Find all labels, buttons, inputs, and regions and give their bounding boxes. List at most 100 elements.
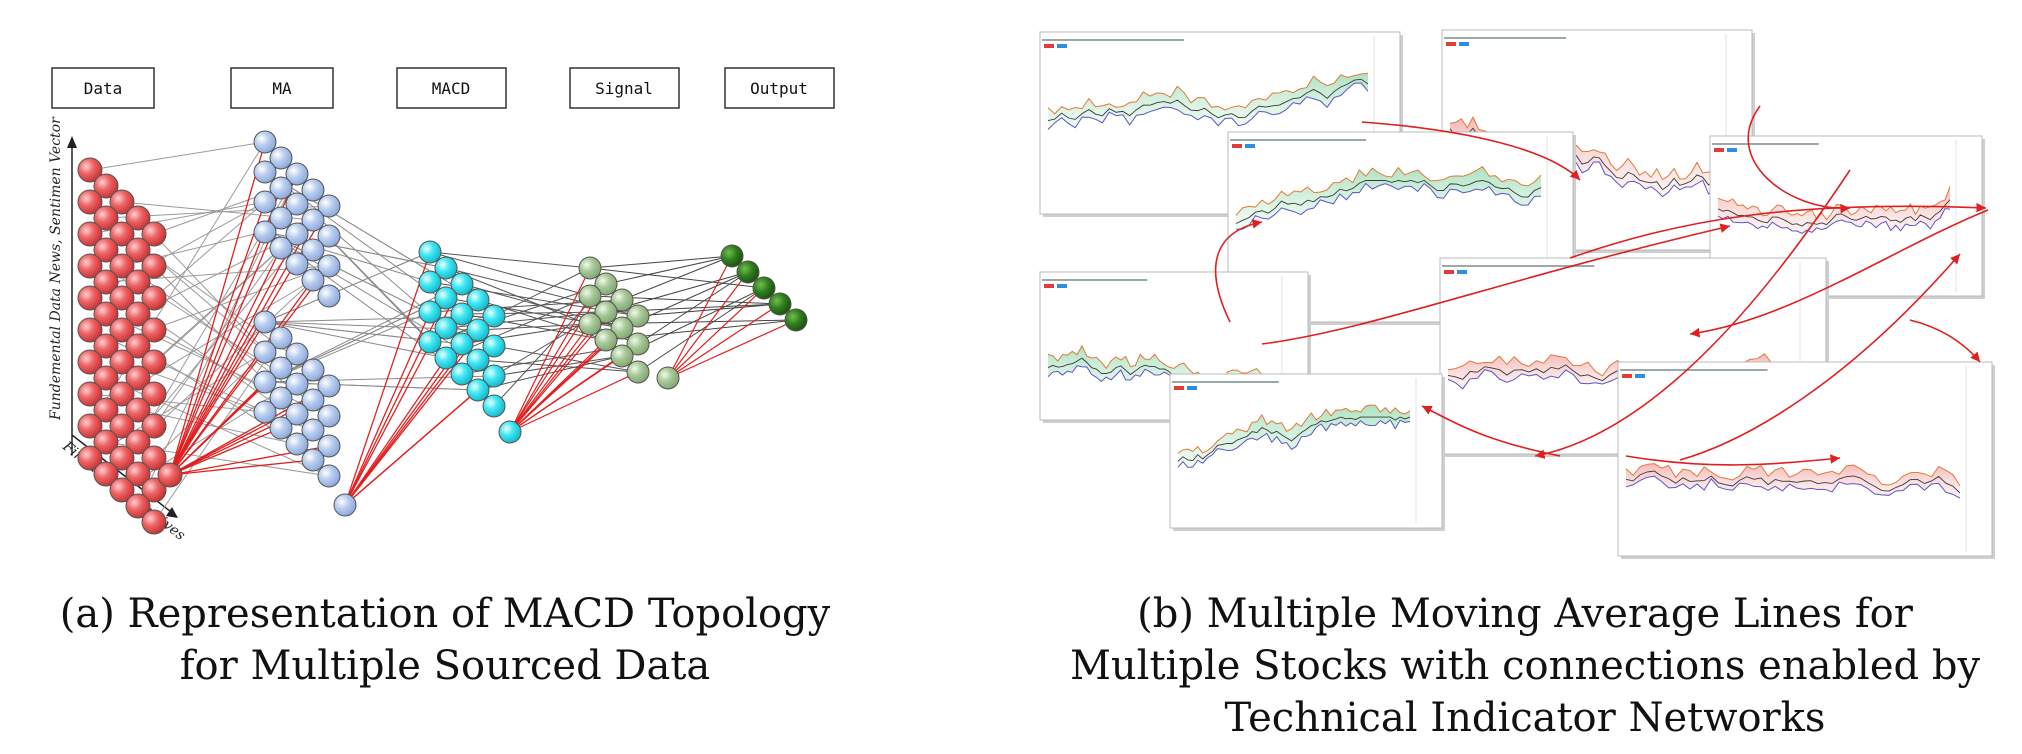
indicator-network-connections: [1214, 105, 1989, 466]
red-connection-line: [344, 251, 431, 506]
panel-tag: [1245, 144, 1255, 148]
indicator-connection-arrow: [1534, 169, 1851, 459]
ma-node: [317, 284, 341, 308]
macd-node: [450, 362, 474, 386]
red-connection-line: [169, 427, 282, 476]
data-node: [93, 461, 119, 487]
panel-tag: [1174, 386, 1184, 390]
indicator-connection-arrow: [1361, 121, 1581, 181]
panel-tag: [1187, 386, 1197, 390]
ma-node: [253, 340, 277, 364]
data-node: [109, 445, 135, 471]
indicator-connection-arrow: [1261, 223, 1731, 345]
panel-tag: [1457, 270, 1467, 274]
ma-node: [301, 238, 325, 262]
layer-label-output-box: Output: [724, 67, 835, 109]
connection-line: [89, 141, 266, 171]
data-node: [77, 349, 103, 375]
connection-line: [461, 323, 591, 345]
signal-node: [594, 328, 618, 352]
data-node: [125, 237, 151, 263]
moving-average-band: [1450, 117, 1720, 197]
ma-node: [285, 192, 309, 216]
red-connection-line: [509, 339, 607, 433]
red-connection-line: [509, 323, 591, 433]
connection-line: [493, 267, 591, 317]
panel-tag: [1459, 42, 1469, 46]
indicator-connection-arrow: [1689, 209, 1989, 338]
red-connection-line: [667, 287, 765, 379]
moving-average-line: [1717, 208, 1951, 234]
data-node: [125, 333, 151, 359]
panel-tag: [1044, 284, 1054, 288]
layer-label-output: Output: [750, 79, 808, 98]
ma-node: [301, 358, 325, 382]
data-node: [109, 221, 135, 247]
macd-node: [498, 420, 522, 444]
red-connection-line: [509, 355, 623, 433]
macd-node: [466, 378, 490, 402]
red-connection-line: [169, 233, 298, 476]
red-connection-line: [344, 389, 479, 506]
panel-tag: [1622, 374, 1632, 378]
price-line: [1177, 416, 1411, 462]
signal-node: [656, 366, 680, 390]
red-connection-line: [169, 141, 266, 476]
moving-average-line: [1235, 182, 1542, 230]
ma-node: [317, 404, 341, 428]
macd-node: [482, 364, 506, 388]
stock-chart-panels: [1039, 29, 1995, 559]
ma-node: [285, 372, 309, 396]
moving-average-line: [1177, 404, 1411, 454]
ma-node: [317, 254, 341, 278]
caption-b: (b) Multiple Moving Average Lines for Mu…: [1069, 591, 1981, 741]
connection-line: [493, 345, 639, 373]
data-node: [93, 269, 119, 295]
panel-tag: [1714, 148, 1724, 152]
red-connection-line: [169, 279, 314, 476]
layer-label-macd: MACD: [432, 79, 471, 98]
price-line: [1047, 78, 1369, 121]
macd-node: [466, 318, 490, 342]
red-connection-line: [169, 201, 266, 476]
ma-node: [301, 178, 325, 202]
connection-line: [89, 201, 266, 299]
data-node: [109, 189, 135, 215]
data-node: [141, 221, 167, 247]
ma-node: [269, 416, 293, 440]
signal-node: [594, 300, 618, 324]
signal-node: [626, 304, 650, 328]
stock-chart-panel: [1169, 373, 1445, 531]
data-node: [93, 365, 119, 391]
connection-line: [153, 247, 282, 363]
output-node: [752, 276, 776, 300]
data-node: [77, 413, 103, 439]
data-node: [93, 301, 119, 327]
output-node: [736, 260, 760, 284]
ma-node: [285, 162, 309, 186]
panel-tag: [1444, 270, 1454, 274]
data-node: [125, 205, 151, 231]
moving-average-line: [1235, 165, 1542, 216]
data-node: [125, 269, 151, 295]
data-node: [77, 221, 103, 247]
data-node: [77, 189, 103, 215]
macd-node: [418, 330, 442, 354]
data-node: [141, 317, 167, 343]
macd-node: [418, 240, 442, 264]
data-node: [141, 349, 167, 375]
ma-node: [253, 400, 277, 424]
layer-label-signal-box: Signal: [569, 67, 680, 109]
ma-node: [269, 206, 293, 230]
panel-tag: [1057, 284, 1067, 288]
ma-node: [285, 402, 309, 426]
x-axis-arrow: [166, 507, 178, 518]
price-line: [1625, 470, 1961, 494]
y-axis-arrow: [67, 136, 77, 148]
panel-tag: [1232, 144, 1242, 148]
layer-label-ma-box: MA: [230, 67, 334, 109]
price-line: [1717, 199, 1951, 227]
connection-line: [89, 141, 266, 427]
panel-tag: [1446, 42, 1456, 46]
indicator-connection-arrow: [1214, 219, 1263, 323]
